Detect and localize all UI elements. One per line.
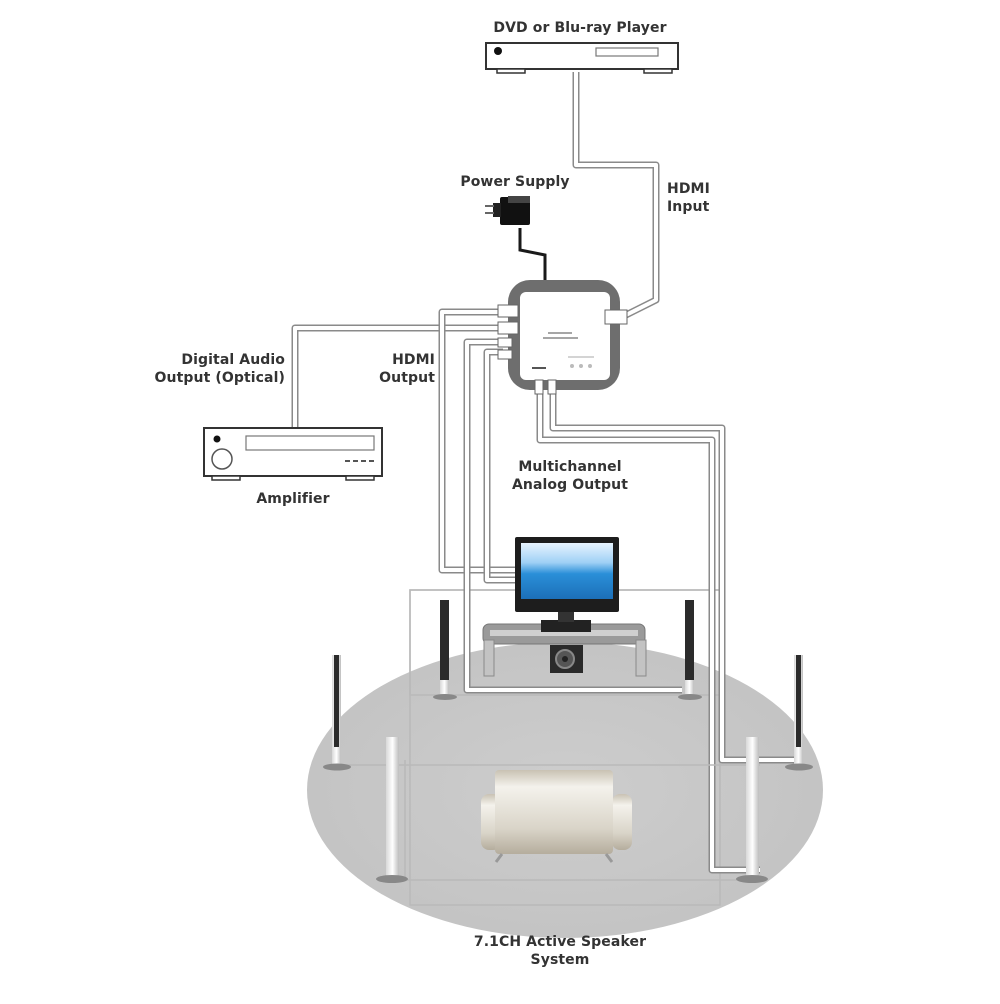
- amp-display: [245, 435, 375, 451]
- dvd-disc-tray: [595, 47, 659, 57]
- speaker-side-left: [323, 655, 351, 771]
- hdmi-input-label-line1: HDMI: [667, 181, 710, 197]
- power-cable: [518, 228, 547, 285]
- hdmi-input-label: HDMI Input: [667, 180, 727, 216]
- speaker-side-right: [785, 655, 813, 771]
- tv-screen: [521, 543, 613, 599]
- speaker-front-left: [433, 600, 457, 700]
- amplifier-label: Amplifier: [256, 491, 330, 507]
- multichannel-label-line1: Multichannel: [518, 459, 622, 475]
- power-supply-label: Power Supply: [460, 174, 570, 190]
- speaker-front-right: [678, 600, 702, 700]
- power-adapter: [485, 196, 530, 225]
- sofa: [481, 770, 632, 863]
- multichannel-label-line2: Analog Output: [511, 477, 629, 493]
- speaker-system-label: 7.1CH Active Speaker System: [440, 933, 680, 969]
- center-subwoofer: [550, 645, 583, 673]
- tv-stand: [482, 620, 647, 677]
- hdmi-output-label: HDMI Output: [360, 351, 435, 387]
- speaker-system-label-line2: System: [530, 952, 590, 968]
- amp-volume-knob: [211, 448, 233, 470]
- speaker-rear-right: [736, 737, 768, 883]
- amp-power-button: [213, 435, 221, 443]
- amplifier: [203, 427, 383, 481]
- speaker-system-label-line1: 7.1CH Active Speaker: [473, 934, 647, 950]
- digital-audio-label: Digital Audio Output (Optical): [140, 351, 285, 387]
- dvd-player: [485, 42, 679, 74]
- digital-audio-label-line1: Digital Audio: [181, 352, 285, 368]
- speakers: [323, 600, 813, 883]
- speaker-rear-left: [376, 737, 408, 883]
- hdmi-output-label-line2: Output: [379, 370, 435, 386]
- tv: [515, 537, 619, 622]
- hdmi-input-label-line2: Input: [667, 199, 710, 215]
- converter-device: [497, 280, 628, 395]
- multichannel-label: Multichannel Analog Output: [490, 458, 650, 494]
- digital-audio-label-line2: Output (Optical): [154, 370, 285, 386]
- hdmi-output-label-line1: HDMI: [392, 352, 435, 368]
- dvd-player-label: DVD or Blu-ray Player: [493, 20, 667, 36]
- dvd-power-button: [494, 47, 502, 55]
